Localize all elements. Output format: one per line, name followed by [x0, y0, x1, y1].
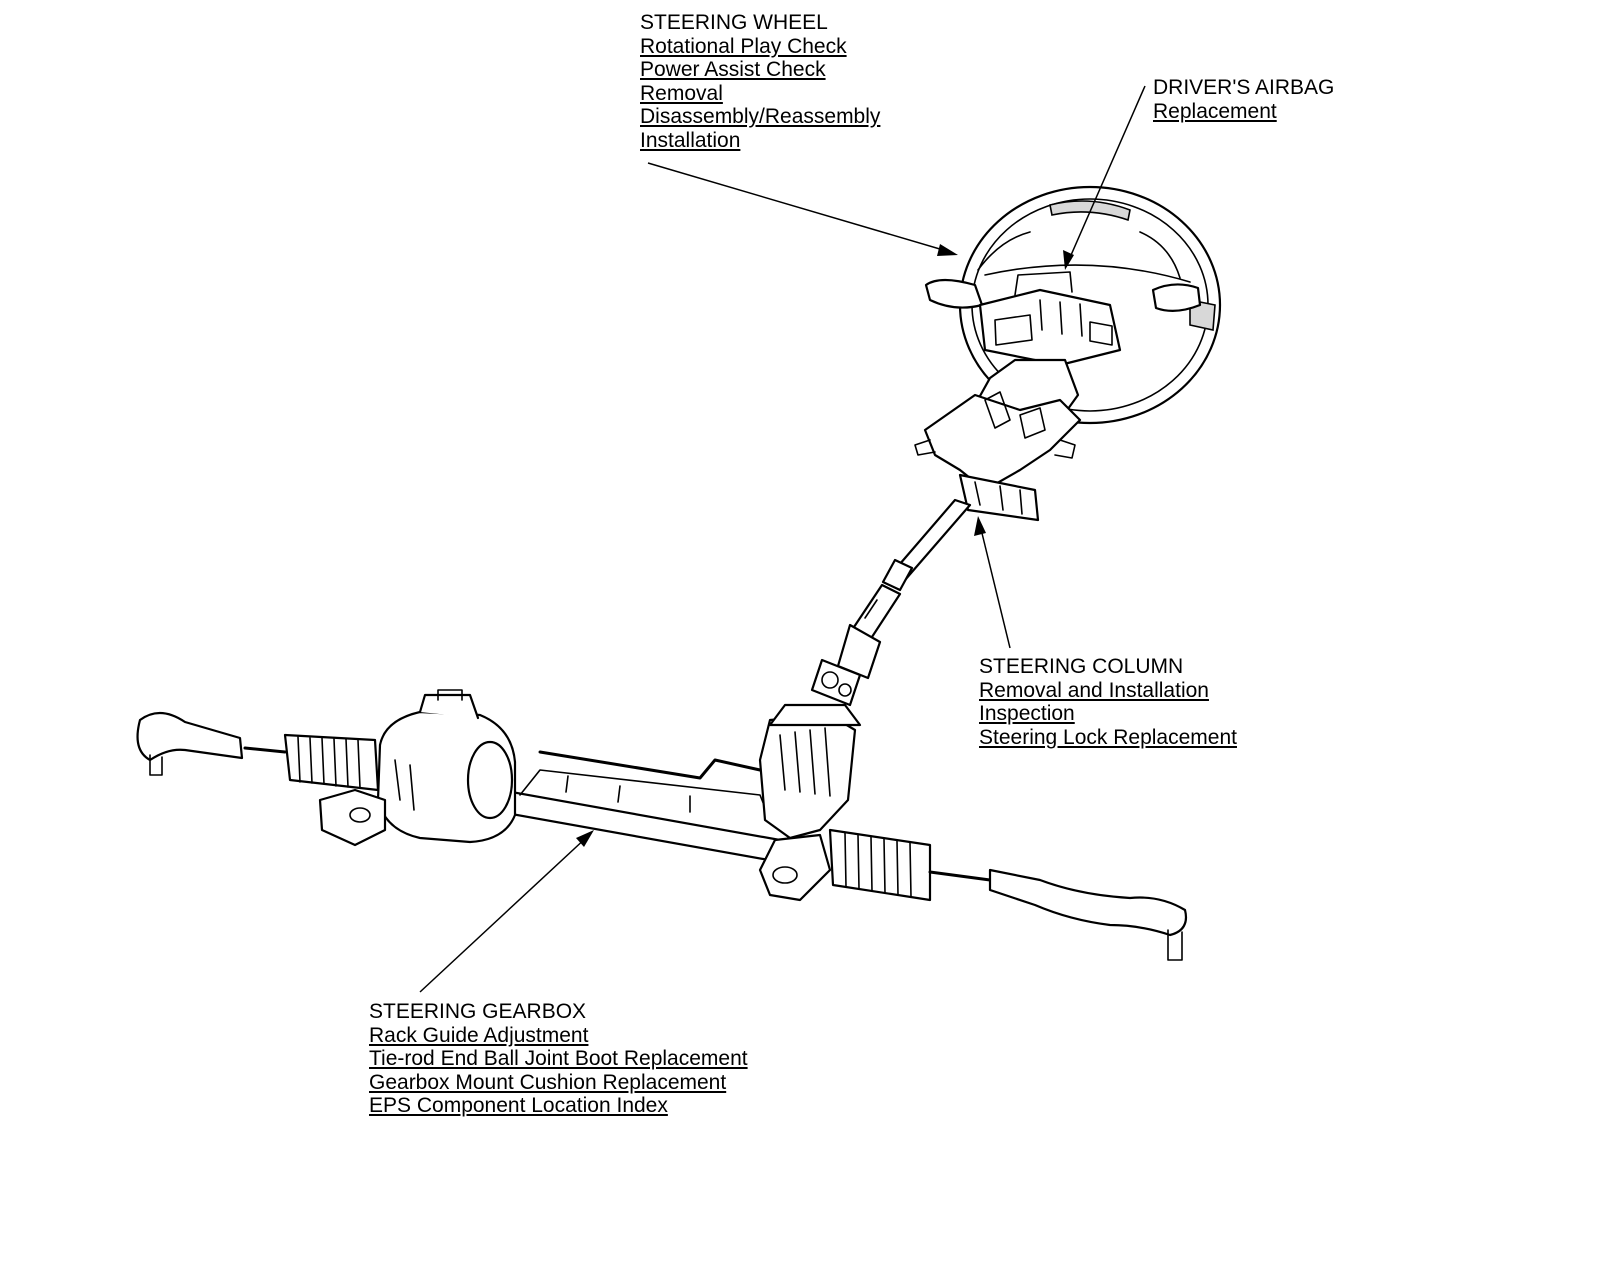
gearbox-mount-cushion-link[interactable]: Gearbox Mount Cushion Replacement: [369, 1070, 727, 1094]
steering-wheel-callout: STEERING WHEEL Rotational Play Check Pow…: [640, 11, 880, 152]
steering-wheel-installation-link[interactable]: Installation: [640, 128, 741, 152]
steering-column-drawing: [810, 358, 1082, 707]
steering-column-title: STEERING COLUMN: [979, 655, 1184, 678]
steering-lock-replacement-link[interactable]: Steering Lock Replacement: [979, 725, 1237, 749]
tie-rod-boot-replacement-link[interactable]: Tie-rod End Ball Joint Boot Replacement: [369, 1047, 748, 1070]
eps-component-location-link[interactable]: EPS Component Location Index: [369, 1094, 668, 1117]
disassembly-reassembly-link[interactable]: Disassembly/Reassembly: [640, 105, 881, 128]
steering-wheel-removal-link[interactable]: Removal: [640, 81, 723, 105]
steering-wheel-title: STEERING WHEEL: [640, 11, 828, 34]
power-assist-check-link[interactable]: Power Assist Check: [640, 58, 826, 81]
rack-guide-adjustment-link[interactable]: Rack Guide Adjustment: [369, 1023, 589, 1047]
steering-gearbox-callout: STEERING GEARBOX Rack Guide Adjustment T…: [369, 1000, 748, 1118]
steering-gearbox-drawing: [136, 689, 1188, 961]
steering-gearbox-title: STEERING GEARBOX: [369, 1000, 587, 1023]
column-removal-installation-link[interactable]: Removal and Installation: [979, 678, 1209, 702]
steering-column-callout: STEERING COLUMN Removal and Installation…: [979, 655, 1237, 749]
leader-lines: [419, 85, 1146, 993]
airbag-replacement-link[interactable]: Replacement: [1153, 99, 1277, 123]
drivers-airbag-title: DRIVER'S AIRBAG: [1153, 76, 1335, 99]
drivers-airbag-callout: DRIVER'S AIRBAG Replacement: [1153, 76, 1334, 123]
rotational-play-check-link[interactable]: Rotational Play Check: [640, 34, 847, 58]
column-inspection-link[interactable]: Inspection: [979, 702, 1075, 725]
